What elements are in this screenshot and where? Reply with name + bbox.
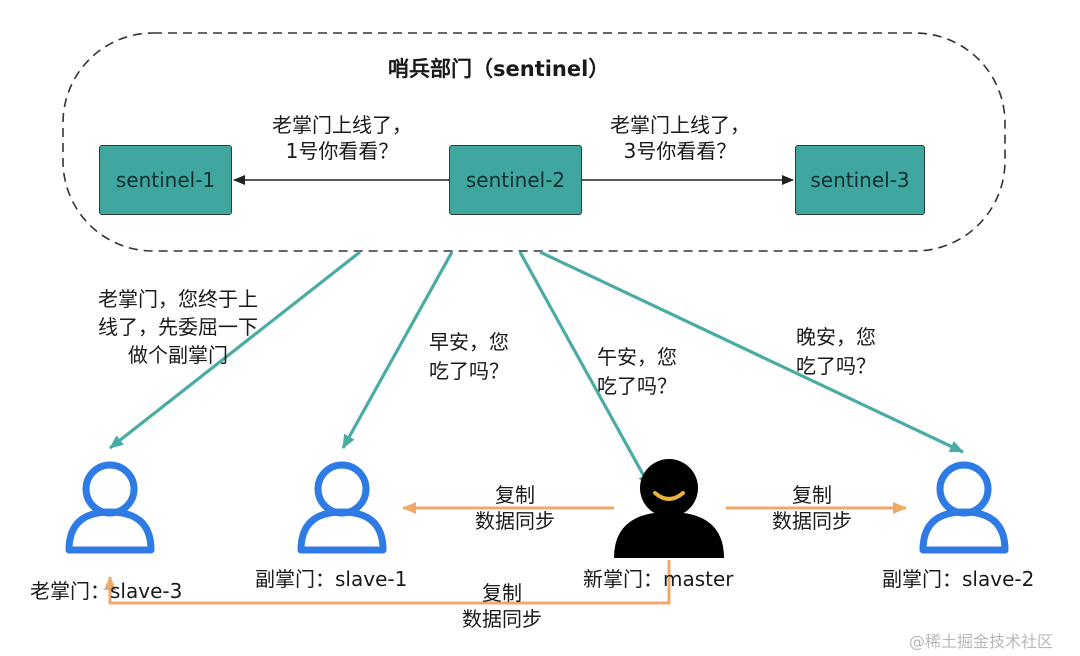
message-to-slave1: 早安，您 吃了吗？ xyxy=(429,328,509,386)
slave1-label: 副掌门：slave-1 xyxy=(255,567,408,591)
replication-label-slave3: 复制 数据同步 xyxy=(442,580,562,632)
arrow-sentinel-to-slave2 xyxy=(539,250,964,454)
message-line: 老掌门上线了， xyxy=(610,113,750,137)
message-to-sentinel1: 老掌门上线了， 1号你看看？ xyxy=(262,112,422,164)
message-line: 午安，您 xyxy=(597,345,677,369)
message-to-slave2: 晚安，您 吃了吗？ xyxy=(796,323,876,381)
replication-line: 复制 xyxy=(792,483,832,507)
sentinel-3-box: sentinel-3 xyxy=(795,145,925,215)
arrow-sentinel-to-slave1 xyxy=(341,251,454,449)
slave3-user-icon xyxy=(65,461,155,554)
message-line: 吃了吗？ xyxy=(429,359,509,383)
sentinel-2-label: sentinel-2 xyxy=(465,168,566,192)
sentinel-2-box: sentinel-2 xyxy=(449,145,582,215)
watermark-text: @稀土掘金技术社区 xyxy=(909,632,1054,651)
message-line: 吃了吗？ xyxy=(796,354,876,378)
sentinel-1-label: sentinel-1 xyxy=(115,168,216,192)
message-line: 1号你看看？ xyxy=(285,139,399,163)
message-line: 线了，先委屈一下 xyxy=(98,315,258,339)
message-to-slave3: 老掌门，您终于上 线了，先委屈一下 做个副掌门 xyxy=(78,285,278,369)
message-line: 吃了吗？ xyxy=(597,374,677,398)
sentinel-group-boundary xyxy=(62,32,1006,252)
message-line: 老掌门上线了， xyxy=(272,113,412,137)
message-line: 早安，您 xyxy=(429,330,509,354)
replication-line: 数据同步 xyxy=(772,509,852,533)
arrow-master-to-slave3 xyxy=(104,560,671,605)
replication-label-slave2: 复制 数据同步 xyxy=(752,482,872,534)
message-to-sentinel3: 老掌门上线了， 3号你看看？ xyxy=(600,112,760,164)
message-line: 3号你看看？ xyxy=(623,139,737,163)
replication-line: 复制 xyxy=(495,483,535,507)
arrow-sentinel-to-slave3 xyxy=(109,250,361,450)
message-line: 晚安，您 xyxy=(796,325,876,349)
replication-line: 数据同步 xyxy=(462,607,542,631)
arrow-sentinel-to-master xyxy=(518,251,652,488)
slave2-label: 副掌门：slave-2 xyxy=(882,567,1035,591)
replication-label-slave1: 复制 数据同步 xyxy=(455,482,575,534)
master-user-icon xyxy=(614,459,724,558)
sentinel-group-title: 哨兵部门（sentinel） xyxy=(388,57,610,81)
sentinel-1-box: sentinel-1 xyxy=(99,145,232,215)
message-line: 做个副掌门 xyxy=(128,343,228,367)
master-label: 新掌门：master xyxy=(583,567,734,591)
message-to-master: 午安，您 吃了吗？ xyxy=(597,343,677,401)
sentinel-3-label: sentinel-3 xyxy=(810,168,910,192)
slave2-user-icon xyxy=(919,461,1009,554)
message-line: 老掌门，您终于上 xyxy=(98,287,258,311)
slave3-label: 老掌门：slave-3 xyxy=(30,579,183,603)
replication-line: 数据同步 xyxy=(475,509,555,533)
replication-line: 复制 xyxy=(482,581,522,605)
slave1-user-icon xyxy=(297,461,387,554)
